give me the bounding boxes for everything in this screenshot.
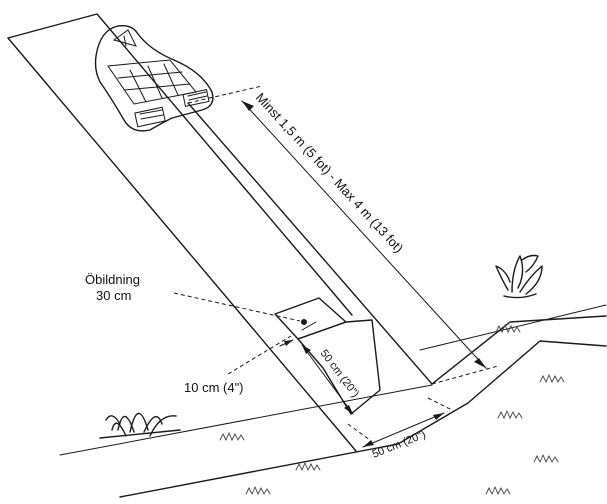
plate-depth-dimension bbox=[301, 344, 354, 415]
plate-width-dimension bbox=[347, 397, 453, 448]
charging-station-plate bbox=[274, 297, 381, 415]
side-gap-label: 10 cm (4") bbox=[184, 380, 244, 395]
grass-tuft-icon bbox=[99, 412, 181, 439]
offset-leaders bbox=[173, 292, 317, 375]
peg-dot-icon bbox=[301, 319, 307, 325]
plate-depth-label: 50 cm (20") bbox=[318, 348, 362, 400]
grass-marks bbox=[219, 323, 565, 496]
offset-label-line2: 30 cm bbox=[96, 288, 131, 303]
offset-label-line1: Öbildning bbox=[85, 272, 140, 287]
guide-path bbox=[7, 13, 433, 452]
ground-edges bbox=[59, 304, 607, 498]
plate-width-label: 50 cm (20") bbox=[371, 428, 428, 460]
distance-dimension bbox=[187, 85, 499, 385]
shrub-icon bbox=[495, 254, 543, 299]
robotic-lawnmower-icon bbox=[94, 24, 214, 132]
distance-label: Minst 1,5 m (5 fot) - Max 4 m (13 fot) bbox=[253, 90, 407, 256]
